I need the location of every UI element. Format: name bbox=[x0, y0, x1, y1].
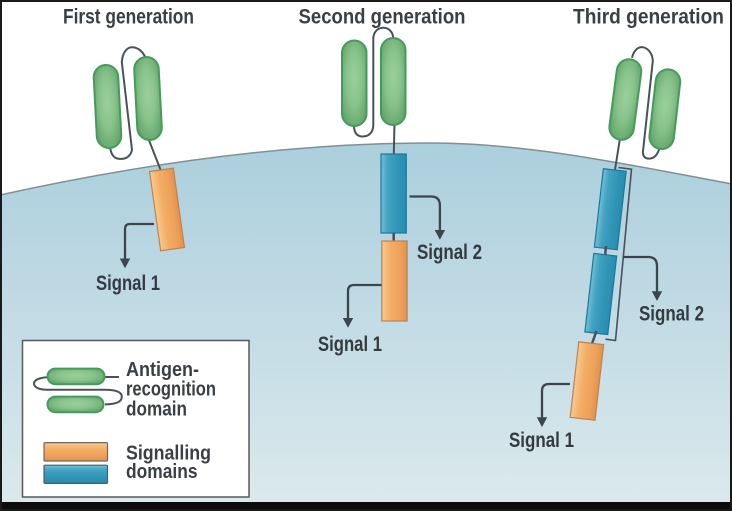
svg-text:Second generation: Second generation bbox=[299, 6, 466, 29]
svg-text:Signalling: Signalling bbox=[126, 443, 211, 465]
svg-text:Signal 1: Signal 1 bbox=[96, 272, 160, 295]
svg-text:Signal 2: Signal 2 bbox=[417, 241, 482, 264]
svg-text:domain: domain bbox=[126, 398, 187, 420]
svg-text:Signal 1: Signal 1 bbox=[509, 429, 574, 452]
svg-text:recognition: recognition bbox=[126, 379, 216, 401]
svg-text:First generation: First generation bbox=[63, 6, 194, 29]
svg-text:Signal 2: Signal 2 bbox=[639, 303, 704, 326]
svg-text:Signal 1: Signal 1 bbox=[318, 333, 382, 356]
svg-text:Antigen-: Antigen- bbox=[126, 359, 199, 381]
svg-text:Third generation: Third generation bbox=[573, 6, 724, 29]
svg-text:domains: domains bbox=[126, 461, 198, 483]
